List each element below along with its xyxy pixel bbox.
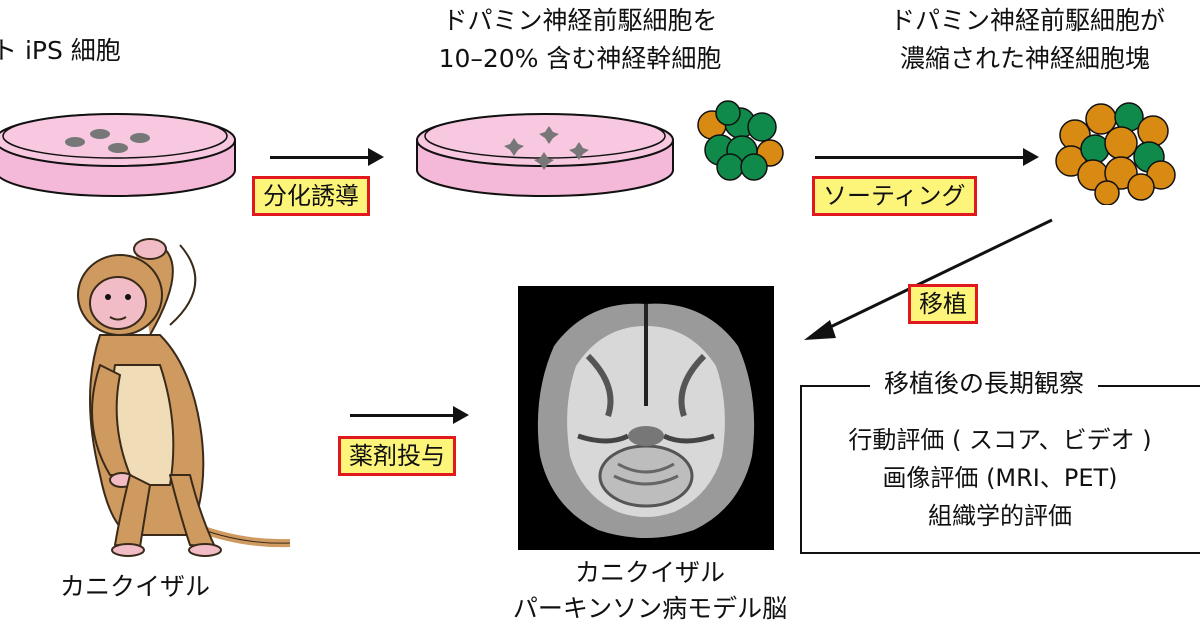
arrow-differentiation (270, 148, 384, 166)
petri-dish-ips (0, 113, 236, 197)
observation-item-behavior: 行動評価 ( スコア、ビデオ ) (848, 426, 1152, 454)
stem-cell-label-line1: ドパミン神経前駆細胞を (442, 6, 718, 35)
step-sorting-tag: ソーティング (812, 176, 977, 216)
arrow-sorting (815, 148, 1039, 166)
step-differentiation-tag: 分化誘導 (252, 176, 370, 216)
brain-label-line2: パーキンソン病モデル脳 (512, 594, 788, 623)
enriched-cell-label-line1: ドパミン神経前駆細胞が (890, 6, 1166, 35)
step-drug-tag: 薬剤投与 (338, 436, 456, 476)
arrow-drug (350, 406, 469, 424)
mri-brain-image (518, 286, 774, 550)
step-transplant-tag: 移植 (908, 284, 978, 324)
petri-dish-stem (416, 113, 674, 197)
brain-label-line1: カニクイザル (574, 558, 725, 587)
monkey-label: カニクイザル (60, 572, 211, 601)
stem-cell-label-line2: 10–20% 含む神経幹細胞 (438, 44, 722, 73)
arrow-transplant (804, 218, 1053, 340)
observation-item-imaging: 画像評価 (MRI、PET) (882, 464, 1118, 492)
monkey-illustration (77, 238, 291, 557)
observation-item-histology: 組織学的評価 (928, 502, 1072, 530)
cell-cluster-mixed (697, 100, 784, 181)
cell-cluster-enriched (1055, 102, 1176, 205)
ips-cell-label: ト iPS 細胞 (0, 36, 121, 65)
enriched-cell-label-line2: 濃縮された神経細胞塊 (900, 44, 1151, 73)
observation-title: 移植後の長期観察 (870, 368, 1099, 400)
